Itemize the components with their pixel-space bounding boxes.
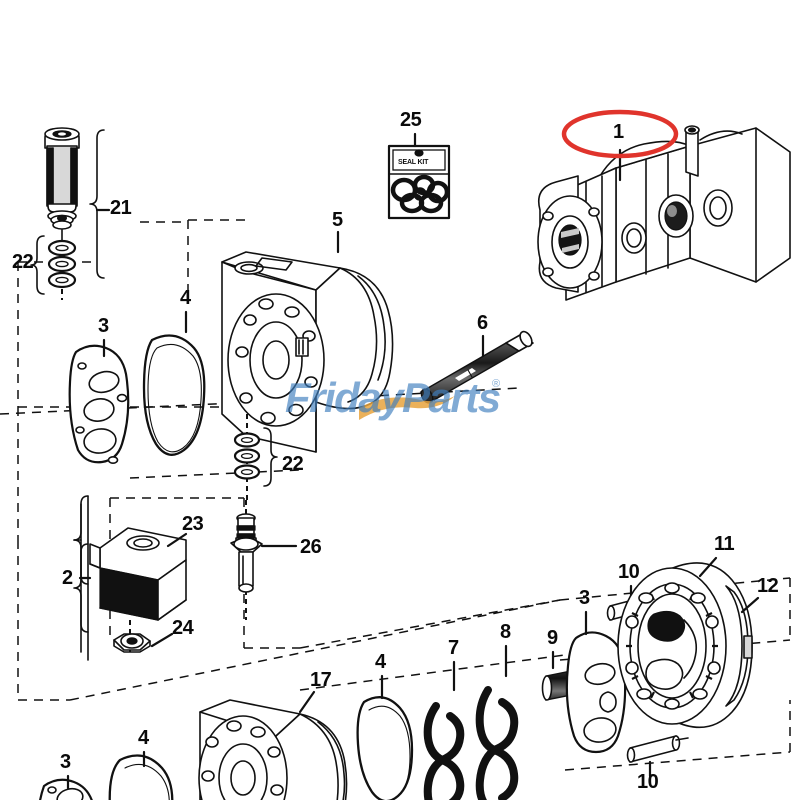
callout-number-6: 6 (477, 312, 488, 334)
callout-number-25: 25 (400, 109, 422, 131)
part-8-backup-seal-ring (475, 644, 519, 800)
part-7-seal-ring (423, 660, 465, 800)
callout-number-9: 9 (547, 627, 558, 649)
callout-number-3-bottomright: 3 (579, 587, 590, 609)
part-3-gasket-plate-upper (68, 338, 130, 464)
part-23-solenoid-coil (89, 527, 188, 621)
callout-number-10-upper: 10 (618, 561, 640, 583)
part-22-o-ring-set-left (30, 235, 77, 300)
part-12-rear-cover (725, 585, 760, 707)
callout-number-3-lowerleft: 3 (60, 751, 71, 773)
callout-number-2: 2 (62, 567, 73, 589)
part-26-valve-cartridge (230, 500, 298, 620)
callout-number-23: 23 (182, 513, 204, 535)
callout-number-24: 24 (172, 617, 194, 639)
callout-number-10-lower: 10 (637, 771, 659, 793)
part-2-solenoid-valve-group-brace (73, 495, 92, 661)
part-3-gasket-plate-lower (39, 774, 93, 800)
part-22-o-ring-set-center (233, 414, 278, 500)
part-10-dowel-pin-lower (626, 735, 689, 778)
part-6-drive-shaft (419, 330, 534, 404)
callout-number-22-center: 22 (282, 453, 304, 475)
part-4-o-ring-bottom-center (356, 674, 414, 800)
callout-number-11: 11 (714, 533, 735, 555)
callout-number-4-lowerleft: 4 (138, 727, 149, 749)
highlight-ellipse-part-1 (561, 109, 679, 159)
part-3-gasket-plate-bottomright (565, 610, 627, 754)
part-11-gear-set-housing (617, 556, 753, 729)
callout-number-8: 8 (500, 621, 511, 643)
callout-number-12: 12 (757, 575, 779, 597)
part-25-seal-kit-box (387, 132, 451, 220)
part-24-lock-nut (113, 620, 174, 656)
callout-number-4-upper: 4 (180, 287, 191, 309)
callout-number-4-bottomcenter: 4 (375, 651, 386, 673)
callout-number-3-upper: 3 (98, 315, 109, 337)
part-4-o-ring-upper (142, 310, 206, 456)
part-21-cartridge-valve (44, 127, 111, 279)
seal-kit-label: SEAL KIT (398, 159, 429, 166)
callout-number-7: 7 (448, 637, 459, 659)
callout-number-5: 5 (332, 209, 343, 231)
callout-number-1: 1 (613, 121, 624, 143)
callout-number-22-left: 22 (12, 251, 34, 273)
callout-number-17: 17 (310, 669, 332, 691)
callout-number-21: 21 (110, 197, 132, 219)
part-17-pump-housing-rear (198, 690, 348, 800)
callout-number-26: 26 (300, 536, 322, 558)
part-1-complete-pump-assembly (537, 109, 791, 301)
part-5-pump-housing-front (221, 230, 394, 453)
part-4-o-ring-lower-left (108, 750, 174, 800)
